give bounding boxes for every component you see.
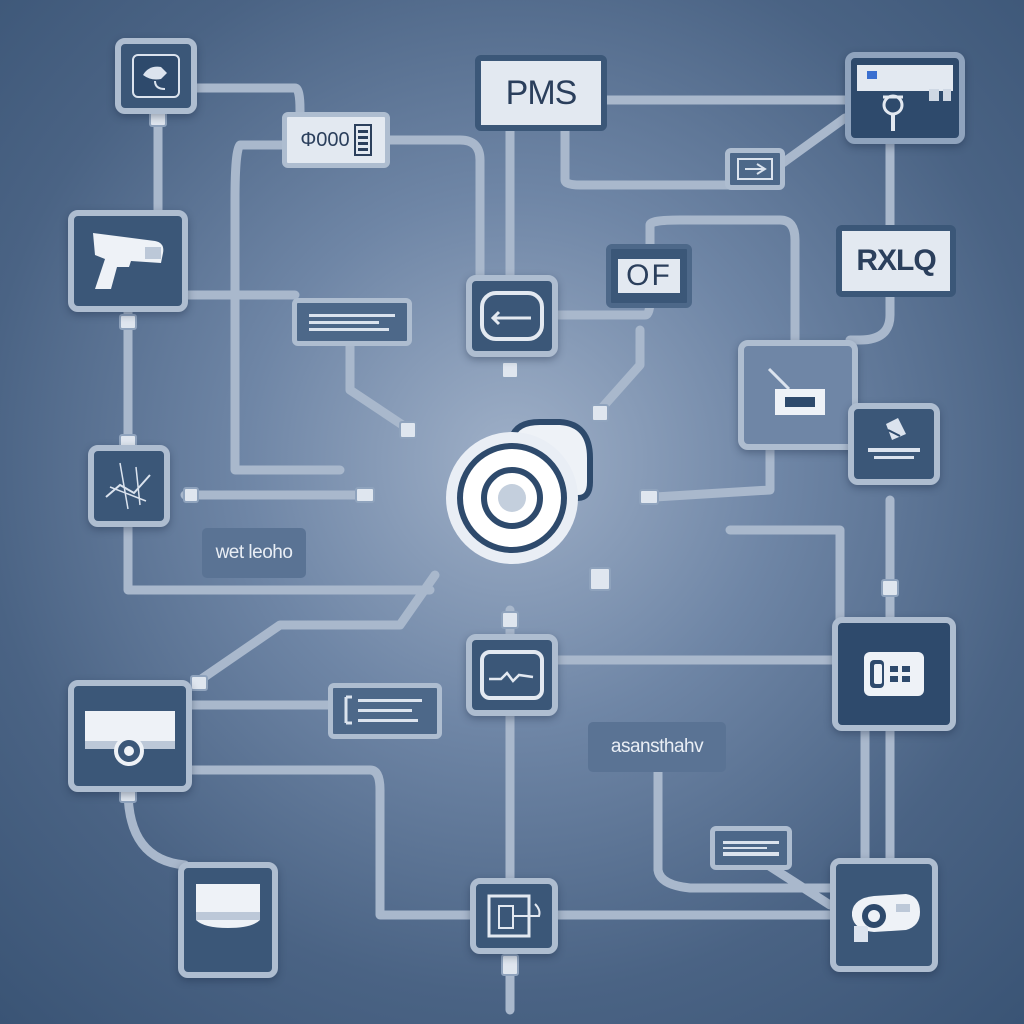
webcam-icon [852, 894, 920, 942]
message-panel-node[interactable] [710, 826, 792, 870]
keyboard-node[interactable] [832, 617, 956, 731]
server-panel-node[interactable] [845, 52, 965, 144]
counter-text: Φ000 [300, 128, 350, 151]
xxlq-node[interactable]: RXLQ [836, 225, 956, 297]
log-lines [309, 313, 395, 331]
switch-icon [868, 418, 920, 459]
router-node[interactable] [115, 38, 197, 114]
terminal-icon [344, 695, 422, 725]
speaker-icon [85, 711, 175, 766]
waveform-node[interactable] [466, 634, 558, 716]
hub-box-node[interactable] [178, 862, 278, 978]
connector-node[interactable] [470, 878, 558, 954]
keyboard-icon [864, 652, 924, 696]
camera-icon [93, 233, 164, 289]
server-rack-icon [857, 65, 953, 131]
device-panel-node[interactable] [725, 148, 785, 190]
sensor-graph-icon [105, 462, 151, 510]
hub-icon[interactable] [440, 418, 600, 578]
pms-node[interactable]: PMS [475, 55, 607, 131]
router-icon [132, 54, 180, 98]
server-box-icon [196, 884, 260, 928]
flag-node[interactable] [738, 340, 858, 450]
xxlq-text: RXLQ [856, 244, 936, 277]
waveform-icon [480, 650, 544, 700]
cable-connector-icon [487, 894, 541, 938]
bar-meter-icon [353, 124, 372, 156]
gauge-icon [480, 291, 544, 341]
speaker-node[interactable] [68, 680, 192, 792]
of-node[interactable]: OF [606, 244, 692, 308]
message-lines [723, 840, 779, 856]
gauge-node[interactable] [466, 275, 558, 357]
counter-node[interactable]: Φ000 [282, 112, 390, 168]
web-label: wet leoho [202, 528, 306, 578]
pms-text: PMS [505, 73, 578, 112]
of-text: OF [618, 259, 680, 293]
arrow-panel-icon [737, 158, 773, 180]
webcam-node[interactable] [830, 858, 938, 972]
terminal-panel-node[interactable] [328, 683, 442, 739]
switch-node[interactable] [848, 403, 940, 485]
flag-icon [767, 367, 825, 415]
sensor-node[interactable] [88, 445, 170, 527]
assist-label: asansthahv [588, 722, 726, 772]
log-panel-node[interactable] [292, 298, 412, 346]
camera-node[interactable] [68, 210, 188, 312]
